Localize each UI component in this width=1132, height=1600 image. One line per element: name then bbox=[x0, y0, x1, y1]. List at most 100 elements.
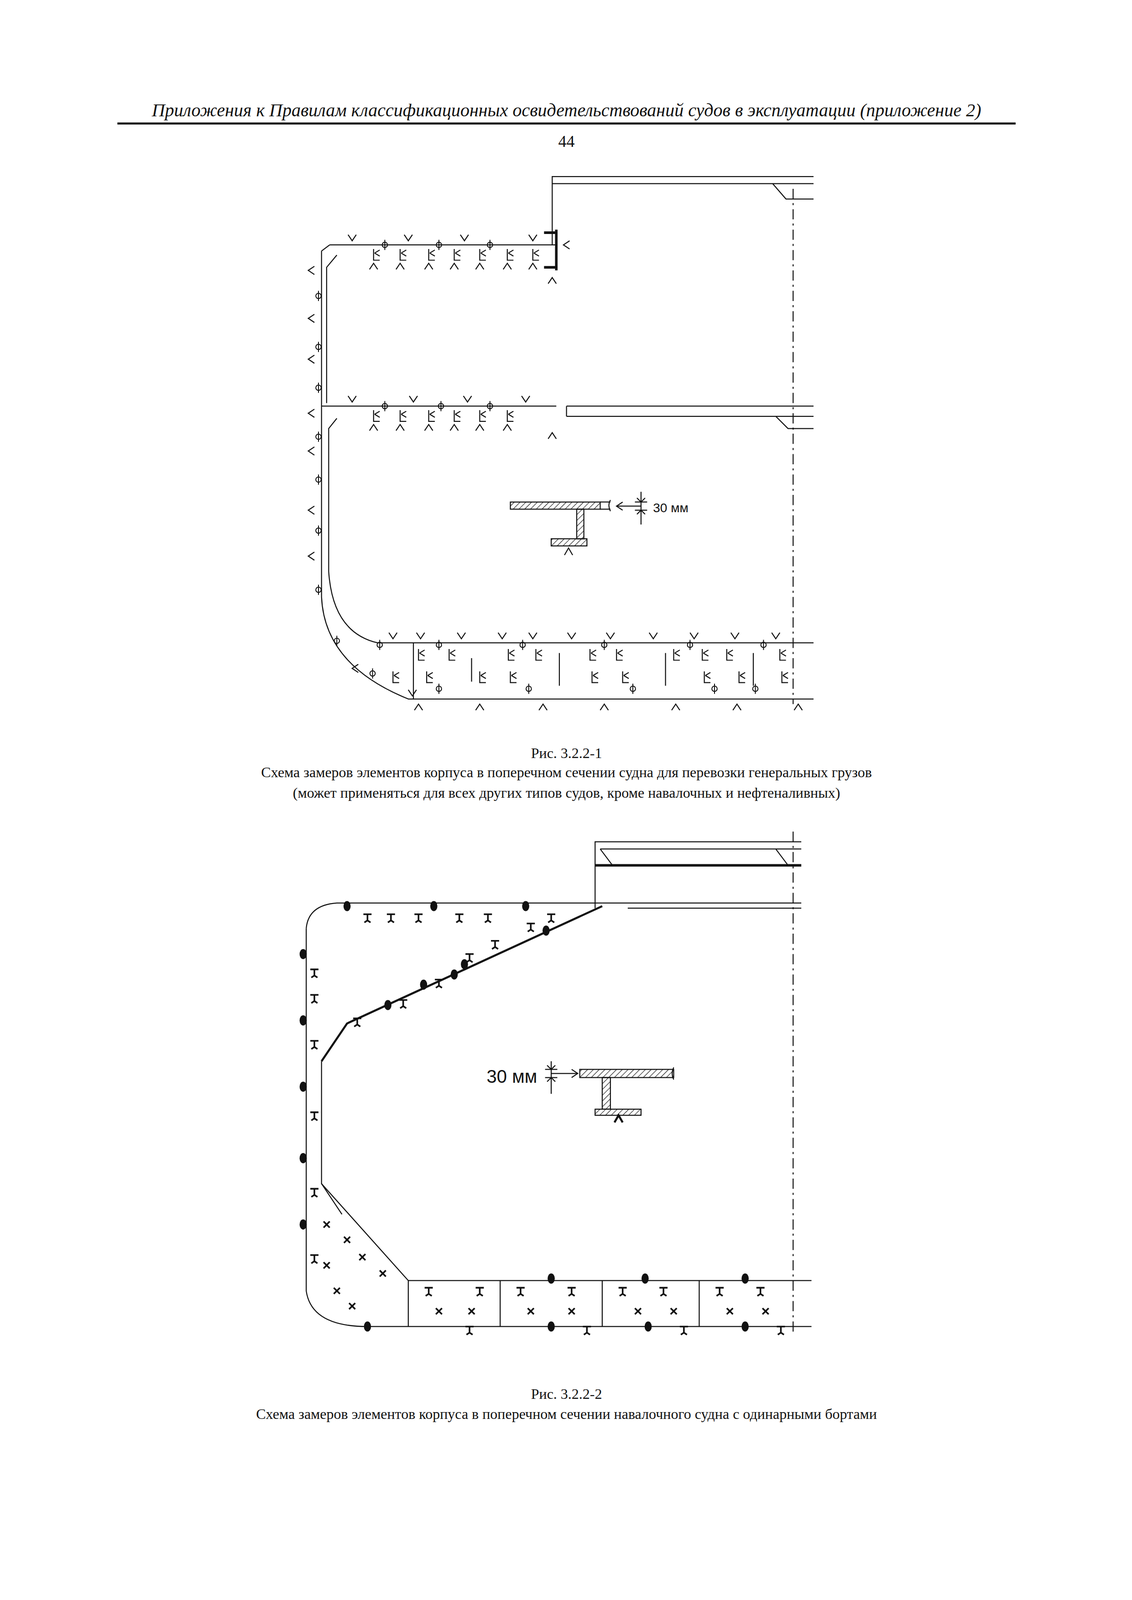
measurement-mark bbox=[526, 923, 535, 933]
measurement-mark bbox=[409, 396, 418, 402]
measurement-mark bbox=[528, 234, 538, 241]
measurement-mark bbox=[399, 1000, 408, 1009]
measurement-mark bbox=[454, 410, 461, 422]
measurement-mark bbox=[323, 1221, 330, 1228]
measurement-mark bbox=[315, 382, 322, 393]
measurement-mark bbox=[308, 409, 315, 418]
measurement-mark bbox=[618, 1288, 627, 1297]
measurement-mark bbox=[782, 671, 788, 684]
measurement-mark bbox=[730, 632, 740, 639]
measurement-mark bbox=[299, 949, 308, 960]
measurement-mark bbox=[606, 632, 615, 639]
measurement-mark bbox=[649, 632, 658, 639]
measurement-mark bbox=[532, 249, 539, 261]
bulk-carrier-section bbox=[306, 831, 812, 1336]
figure-caption: Рис. 3.2.2-2 bbox=[531, 1386, 603, 1404]
measurement-mark bbox=[771, 632, 780, 639]
measurement-mark bbox=[364, 1321, 372, 1332]
measurement-mark bbox=[741, 1321, 749, 1332]
measurement-mark bbox=[308, 506, 315, 515]
measurement-mark bbox=[516, 1288, 525, 1297]
measurement-mark bbox=[715, 1288, 724, 1297]
measurement-mark bbox=[308, 355, 315, 364]
measurement-mark bbox=[510, 671, 517, 684]
measurement-mark bbox=[503, 424, 512, 431]
measurement-mark bbox=[538, 704, 548, 711]
measurement-mark bbox=[671, 704, 680, 711]
measurement-mark bbox=[382, 239, 388, 251]
measurement-mark bbox=[507, 410, 514, 422]
header-rule bbox=[117, 122, 1016, 125]
general-cargo-section bbox=[321, 176, 814, 705]
measurement-mark bbox=[323, 1262, 330, 1269]
measurement-mark bbox=[310, 995, 319, 1004]
measurement-mark bbox=[673, 649, 680, 661]
measurement-mark bbox=[369, 263, 378, 270]
measurement-mark bbox=[436, 640, 442, 651]
measurement-mark bbox=[315, 525, 322, 536]
figure-caption: Схема замеров элементов корпуса в попере… bbox=[255, 1406, 877, 1424]
measurement-mark bbox=[359, 1254, 366, 1261]
measurement-mark bbox=[382, 401, 388, 412]
measurement-mark bbox=[704, 671, 711, 684]
measurement-mark bbox=[414, 704, 423, 711]
measurement-mark bbox=[756, 1288, 765, 1297]
measurement-mark bbox=[568, 1308, 575, 1315]
measurement-mark bbox=[732, 704, 741, 711]
measurement-mark bbox=[388, 632, 397, 639]
measurement-mark bbox=[363, 914, 372, 924]
measurement-mark bbox=[450, 263, 459, 270]
measurement-mark bbox=[418, 649, 425, 661]
figure-caption: Рис. 3.2.2-1 bbox=[531, 745, 603, 762]
measurement-mark bbox=[589, 649, 596, 661]
measurement-mark bbox=[479, 249, 486, 261]
measurement-mark bbox=[644, 1321, 653, 1332]
measurement-mark bbox=[547, 1321, 555, 1332]
measurement-mark bbox=[333, 636, 340, 647]
measurement-mark bbox=[490, 941, 500, 950]
measurement-mark bbox=[430, 901, 438, 912]
measurement-mark bbox=[428, 410, 435, 422]
measurement-mark bbox=[310, 1189, 319, 1198]
measurement-mark bbox=[479, 671, 486, 684]
measurement-mark bbox=[369, 424, 378, 431]
measurement-mark bbox=[487, 239, 493, 251]
measurement-mark bbox=[348, 234, 357, 241]
measurement-mark bbox=[348, 396, 357, 402]
measurement-mark bbox=[416, 632, 425, 639]
measurement-mark bbox=[392, 671, 399, 684]
page-number: 44 bbox=[558, 132, 575, 152]
measurement-mark bbox=[450, 969, 459, 980]
measurement-mark bbox=[520, 640, 526, 651]
measurement-mark bbox=[702, 649, 709, 661]
measurement-mark bbox=[475, 424, 485, 431]
measurement-mark bbox=[400, 410, 407, 422]
measurement-mark bbox=[384, 1000, 392, 1011]
measurement-mark bbox=[521, 396, 530, 402]
measurement-mark bbox=[521, 901, 530, 912]
measurement-mark bbox=[424, 263, 433, 270]
measurement-mark bbox=[460, 234, 469, 241]
measurement-mark bbox=[794, 704, 803, 711]
measurement-mark bbox=[547, 277, 557, 284]
measurement-mark bbox=[344, 1237, 350, 1244]
measurement-mark bbox=[424, 424, 433, 431]
measurement-mark bbox=[379, 1270, 386, 1277]
figure-caption: Схема замеров элементов корпуса в попере… bbox=[260, 764, 872, 782]
measurement-mark bbox=[475, 1288, 485, 1297]
measurement-mark bbox=[527, 1308, 534, 1315]
measurement-mark bbox=[310, 1255, 319, 1264]
measurement-mark bbox=[370, 668, 376, 679]
measurement-mark bbox=[526, 683, 532, 694]
measurement-mark bbox=[563, 240, 570, 250]
measurement-mark bbox=[567, 632, 576, 639]
measurement-mark bbox=[353, 1018, 362, 1028]
measurement-mark bbox=[386, 914, 396, 924]
measurement-mark bbox=[308, 266, 315, 275]
measurement-mark bbox=[408, 689, 417, 696]
measurement-mark bbox=[315, 291, 322, 302]
measurement-mark bbox=[726, 649, 733, 661]
measurement-mark bbox=[508, 649, 515, 661]
measurement-mark bbox=[468, 1308, 475, 1315]
